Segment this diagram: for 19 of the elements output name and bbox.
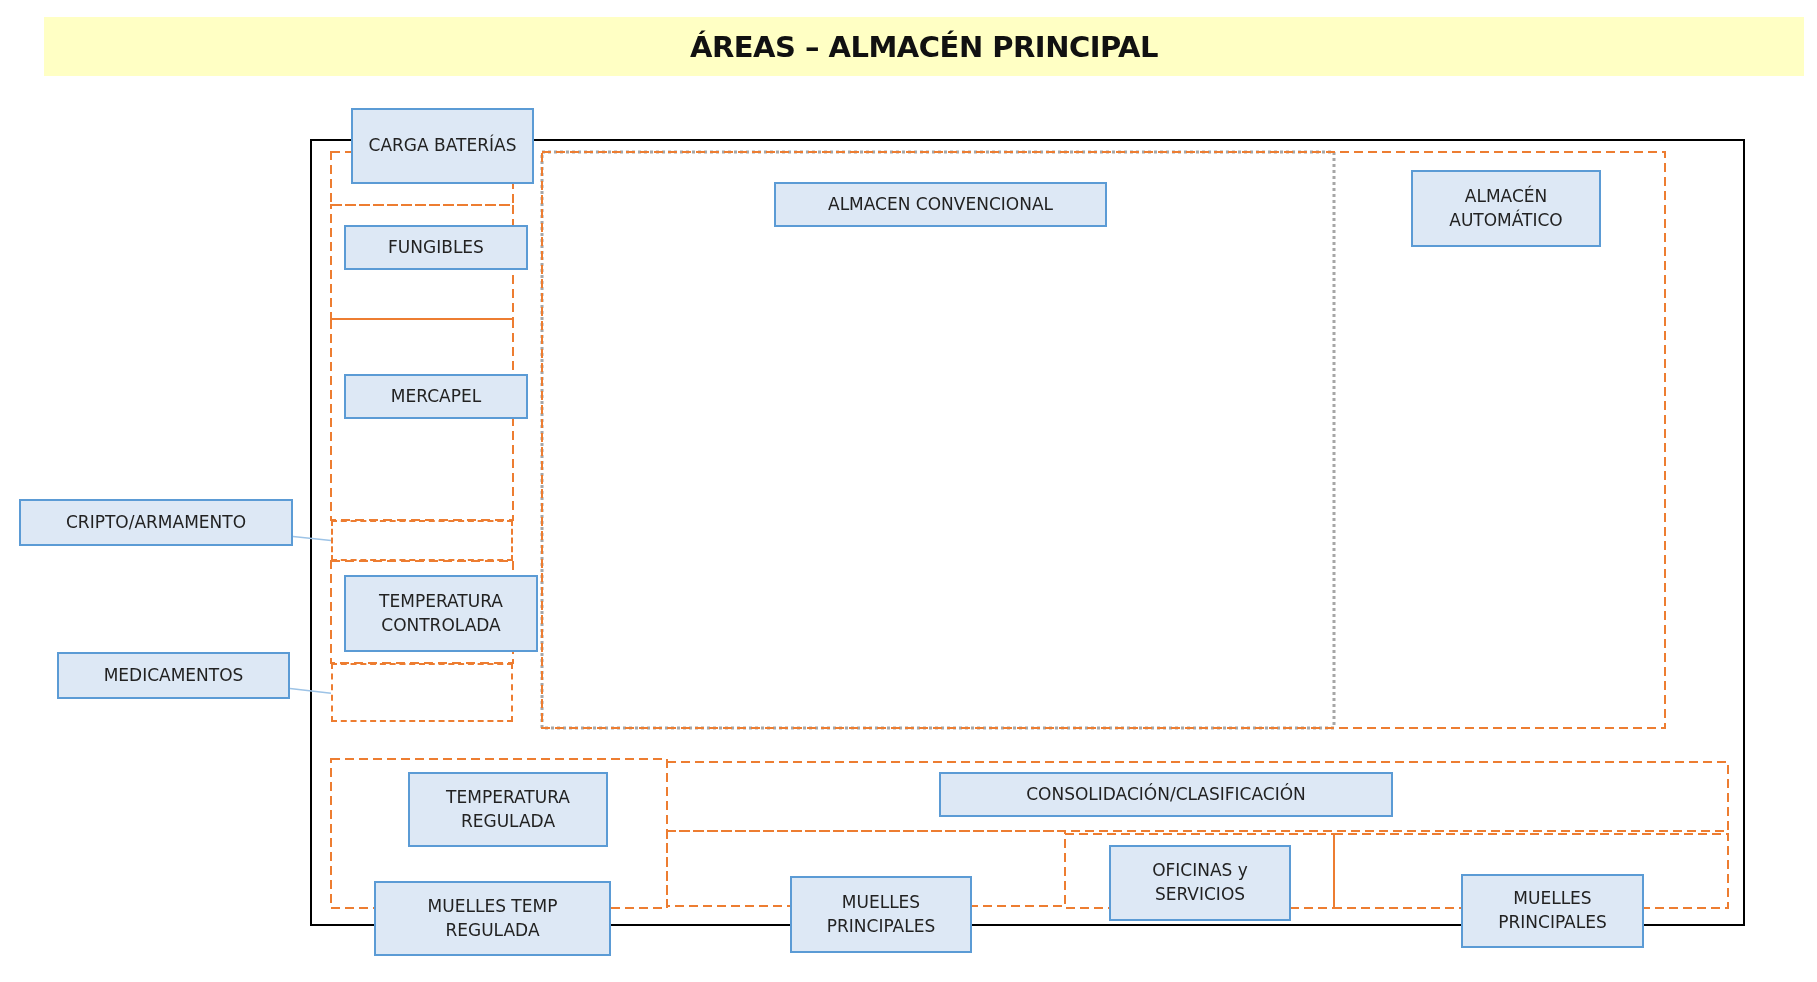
area-label: MUELLES PRINCIPALES	[1461, 874, 1644, 948]
dashed-zone-outline	[331, 520, 513, 561]
area-label: OFICINAS y SERVICIOS	[1109, 845, 1291, 921]
area-label: MEDICAMENTOS	[57, 652, 290, 699]
title-banner: ÁREAS – ALMACÉN PRINCIPAL	[44, 17, 1804, 76]
leader-line	[292, 535, 332, 542]
area-label: CRIPTO/ARMAMENTO	[19, 499, 293, 546]
area-label: ALMACÉN AUTOMÁTICO	[1411, 170, 1601, 247]
leader-line	[289, 687, 332, 694]
area-label: MUELLES PRINCIPALES	[790, 876, 972, 953]
area-label: ALMACEN CONVENCIONAL	[774, 182, 1107, 227]
area-label: TEMPERATURA REGULADA	[408, 772, 608, 847]
area-label: CARGA BATERÍAS	[351, 108, 534, 184]
area-label: MERCAPEL	[344, 374, 528, 419]
area-label: FUNGIBLES	[344, 225, 528, 270]
area-label: CONSOLIDACIÓN/CLASIFICACIÓN	[939, 772, 1393, 817]
dashed-zone-outline	[331, 663, 513, 722]
area-label: TEMPERATURA CONTROLADA	[344, 575, 538, 652]
area-label: MUELLES TEMP REGULADA	[374, 881, 611, 956]
